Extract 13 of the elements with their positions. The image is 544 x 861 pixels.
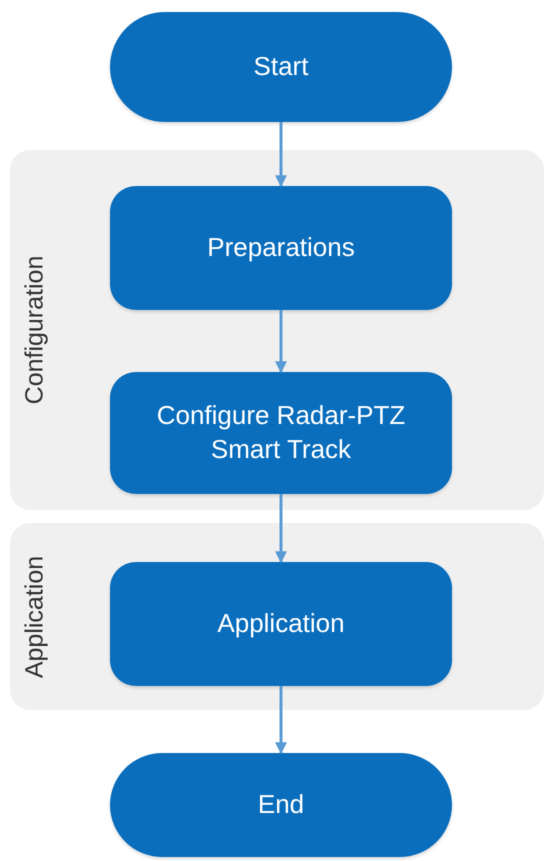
process-box: Configure Radar-PTZ Smart Track bbox=[110, 372, 452, 494]
arrow bbox=[275, 310, 287, 374]
arrow bbox=[275, 494, 287, 564]
arrow bbox=[275, 686, 287, 754]
group-band bbox=[10, 523, 544, 710]
group-label: Application bbox=[20, 555, 50, 678]
terminal-pill: End bbox=[110, 753, 452, 857]
process-box: Preparations bbox=[110, 186, 452, 310]
process-box: Application bbox=[110, 562, 452, 686]
group-label: Configuration bbox=[20, 256, 50, 404]
group-band bbox=[10, 150, 544, 510]
terminal-pill: Start bbox=[110, 12, 452, 122]
arrow bbox=[275, 122, 287, 188]
